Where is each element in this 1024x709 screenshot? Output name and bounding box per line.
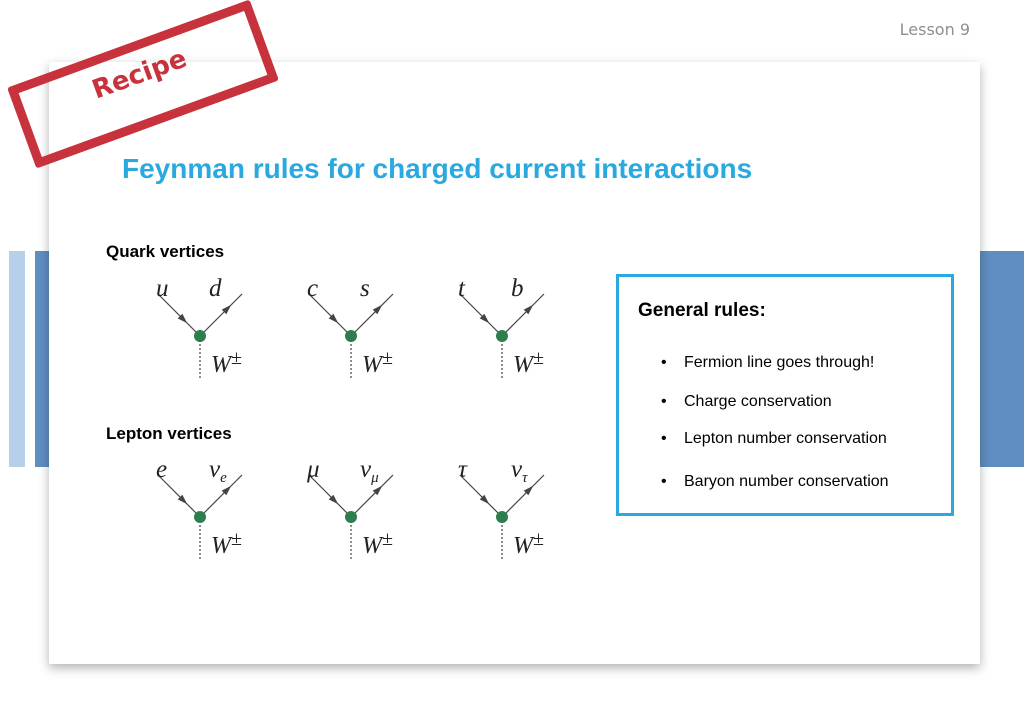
vertex-dot [194, 511, 206, 523]
general-rules-box: General rules: Fermion line goes through… [616, 274, 954, 516]
quark-vertices-heading: Quark vertices [106, 242, 225, 261]
vertex-dot [345, 330, 357, 342]
incoming-arrow [177, 313, 188, 324]
w-boson-symbol: W [362, 533, 382, 559]
outgoing-particle-symbol: ν [511, 456, 523, 483]
outgoing-fermion-line [199, 474, 243, 518]
vertex-drawing [459, 474, 545, 559]
incoming-arrow [328, 313, 339, 324]
vertex-dot [496, 511, 508, 523]
w-boson-symbol: W [362, 352, 382, 378]
w-boson-symbol: W [513, 352, 533, 378]
rule-item: Charge conservation [661, 393, 832, 411]
w-boson-symbol: W [211, 533, 231, 559]
outgoing-arrow [523, 485, 534, 496]
vertex-dot [496, 330, 508, 342]
rule-item: Lepton number conservation [661, 430, 887, 448]
outgoing-fermion-line [199, 293, 243, 337]
w-boson-label: W± [513, 348, 544, 377]
outgoing-particle-symbol: ν [209, 456, 221, 483]
rule-item: Fermion line goes through! [661, 354, 874, 372]
vertex-drawing [308, 474, 394, 559]
outgoing-arrow [221, 304, 232, 315]
side-bar-left [35, 251, 49, 467]
outgoing-particle-label: νμ [360, 457, 379, 486]
outgoing-fermion-line [350, 474, 394, 518]
outgoing-particle-subscript: τ [522, 470, 528, 486]
outgoing-particle-label: d [209, 276, 222, 301]
slide-title: Feynman rules for charged current intera… [122, 153, 753, 184]
lepton-vertices-heading: Lepton vertices [106, 424, 232, 443]
incoming-arrow [328, 494, 339, 505]
incoming-particle-label: μ [307, 456, 320, 483]
side-bar-right [980, 251, 1024, 467]
incoming-fermion-line [157, 293, 201, 337]
incoming-arrow [479, 313, 490, 324]
incoming-particle-label: u [156, 275, 169, 302]
vertex-dot [345, 511, 357, 523]
general-rules-title: General rules: [638, 300, 766, 321]
outgoing-particle-label: s [360, 276, 370, 301]
incoming-particle-label: c [307, 275, 319, 302]
w-boson-label: W± [211, 529, 242, 558]
incoming-particle-label: t [458, 275, 465, 302]
lesson-label: Lesson 9 [899, 20, 970, 39]
outgoing-arrow [221, 485, 232, 496]
w-boson-charge: ± [533, 528, 544, 550]
w-boson-label: W± [362, 348, 393, 377]
incoming-fermion-line [157, 474, 201, 518]
outgoing-fermion-line [501, 293, 545, 337]
incoming-arrow [479, 494, 490, 505]
incoming-fermion-line [459, 474, 503, 518]
outgoing-particle-symbol: d [209, 275, 222, 302]
vertex-drawing [308, 293, 394, 378]
outgoing-particle-label: νe [209, 457, 227, 486]
outgoing-particle-symbol: b [511, 275, 524, 302]
w-boson-charge: ± [231, 347, 242, 369]
w-boson-charge: ± [533, 347, 544, 369]
rule-item: Baryon number conservation [661, 473, 889, 491]
w-boson-charge: ± [382, 528, 393, 550]
incoming-particle-label: τ [458, 456, 467, 483]
vertex-drawing [157, 293, 243, 378]
outgoing-fermion-line [501, 474, 545, 518]
outgoing-arrow [523, 304, 534, 315]
w-boson-charge: ± [231, 528, 242, 550]
w-boson-symbol: W [513, 533, 533, 559]
w-boson-label: W± [362, 529, 393, 558]
incoming-particle-label: e [156, 456, 168, 483]
outgoing-particle-symbol: ν [360, 456, 372, 483]
vertex-drawing [157, 474, 243, 559]
outgoing-particle-subscript: μ [371, 470, 379, 486]
w-boson-symbol: W [211, 352, 231, 378]
outgoing-particle-label: b [511, 276, 524, 301]
incoming-fermion-line [308, 293, 352, 337]
incoming-fermion-line [459, 293, 503, 337]
w-boson-charge: ± [382, 347, 393, 369]
incoming-arrow [177, 494, 188, 505]
vertex-dot [194, 330, 206, 342]
side-bar-light [9, 251, 25, 467]
outgoing-arrow [372, 485, 383, 496]
outgoing-arrow [372, 304, 383, 315]
w-boson-label: W± [513, 529, 544, 558]
incoming-fermion-line [308, 474, 352, 518]
outgoing-particle-subscript: e [220, 470, 227, 486]
vertex-drawing [459, 293, 545, 378]
outgoing-particle-label: ντ [511, 457, 527, 486]
w-boson-label: W± [211, 348, 242, 377]
outgoing-particle-symbol: s [360, 275, 370, 302]
outgoing-fermion-line [350, 293, 394, 337]
